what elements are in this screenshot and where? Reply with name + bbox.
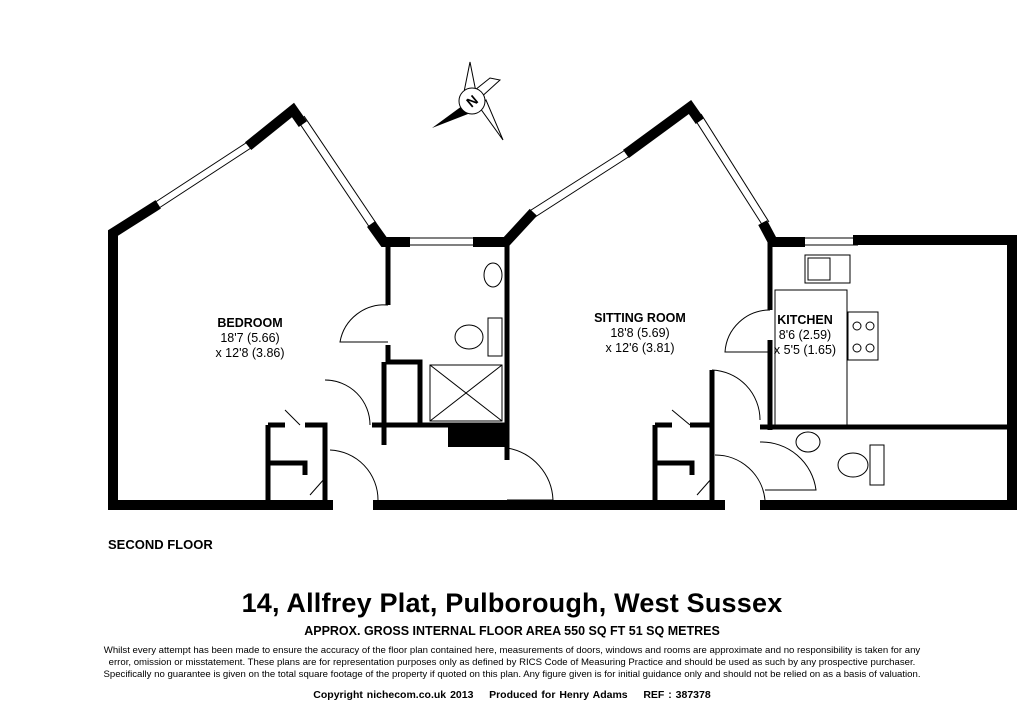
room-label-kitchen: KITCHEN 8'6 (2.59) x 5'5 (1.65): [765, 313, 845, 358]
windows: [153, 113, 858, 246]
chimney-block: [448, 425, 507, 447]
property-title: 14, Allfrey Plat, Pulborough, West Susse…: [241, 588, 783, 618]
room-label-sitting-room: SITTING ROOM 18'8 (5.69) x 12'6 (3.81): [570, 311, 710, 356]
compass-icon: N: [432, 61, 504, 141]
toilet-bowl: [454, 324, 484, 350]
bathroom-basin: [483, 262, 503, 288]
room-name: KITCHEN: [777, 313, 833, 327]
hob: [847, 311, 879, 361]
interior-walls: [265, 242, 1012, 505]
wc-basin: [795, 431, 821, 453]
room-dim: x 12'6 (3.81): [605, 341, 675, 355]
room-dim: 18'8 (5.69): [610, 326, 670, 340]
kitchen-sink: [804, 254, 851, 284]
floor-label: SECOND FLOOR: [108, 537, 213, 552]
disclaimer-line: error, omission or misstatement. These p…: [108, 657, 916, 668]
kitchen-worktop: [774, 289, 848, 426]
room-name: SITTING ROOM: [594, 311, 686, 325]
floor-area: APPROX. GROSS INTERNAL FLOOR AREA 550 SQ…: [304, 624, 720, 638]
room-name: BEDROOM: [217, 316, 283, 330]
toilet-cistern: [487, 317, 503, 357]
fixtures: [429, 254, 885, 486]
room-dim: x 5'5 (1.65): [773, 343, 837, 357]
room-dim: 18'7 (5.66): [220, 331, 280, 345]
room-dim: x 12'8 (3.86): [215, 346, 285, 360]
wc-cistern: [869, 444, 885, 486]
wc-bowl: [837, 452, 869, 478]
copyright: Copyright nichecom.co.uk 2013 Produced f…: [313, 689, 711, 701]
shower-tray: [429, 364, 503, 422]
disclaimer-line: Specifically no guarantee is given on th…: [103, 669, 921, 680]
disclaimer-line: Whilst every attempt has been made to en…: [103, 645, 921, 656]
room-dim: 8'6 (2.59): [778, 328, 832, 342]
room-label-bedroom: BEDROOM 18'7 (5.66) x 12'8 (3.86): [180, 316, 320, 361]
door-swings: [284, 304, 817, 501]
